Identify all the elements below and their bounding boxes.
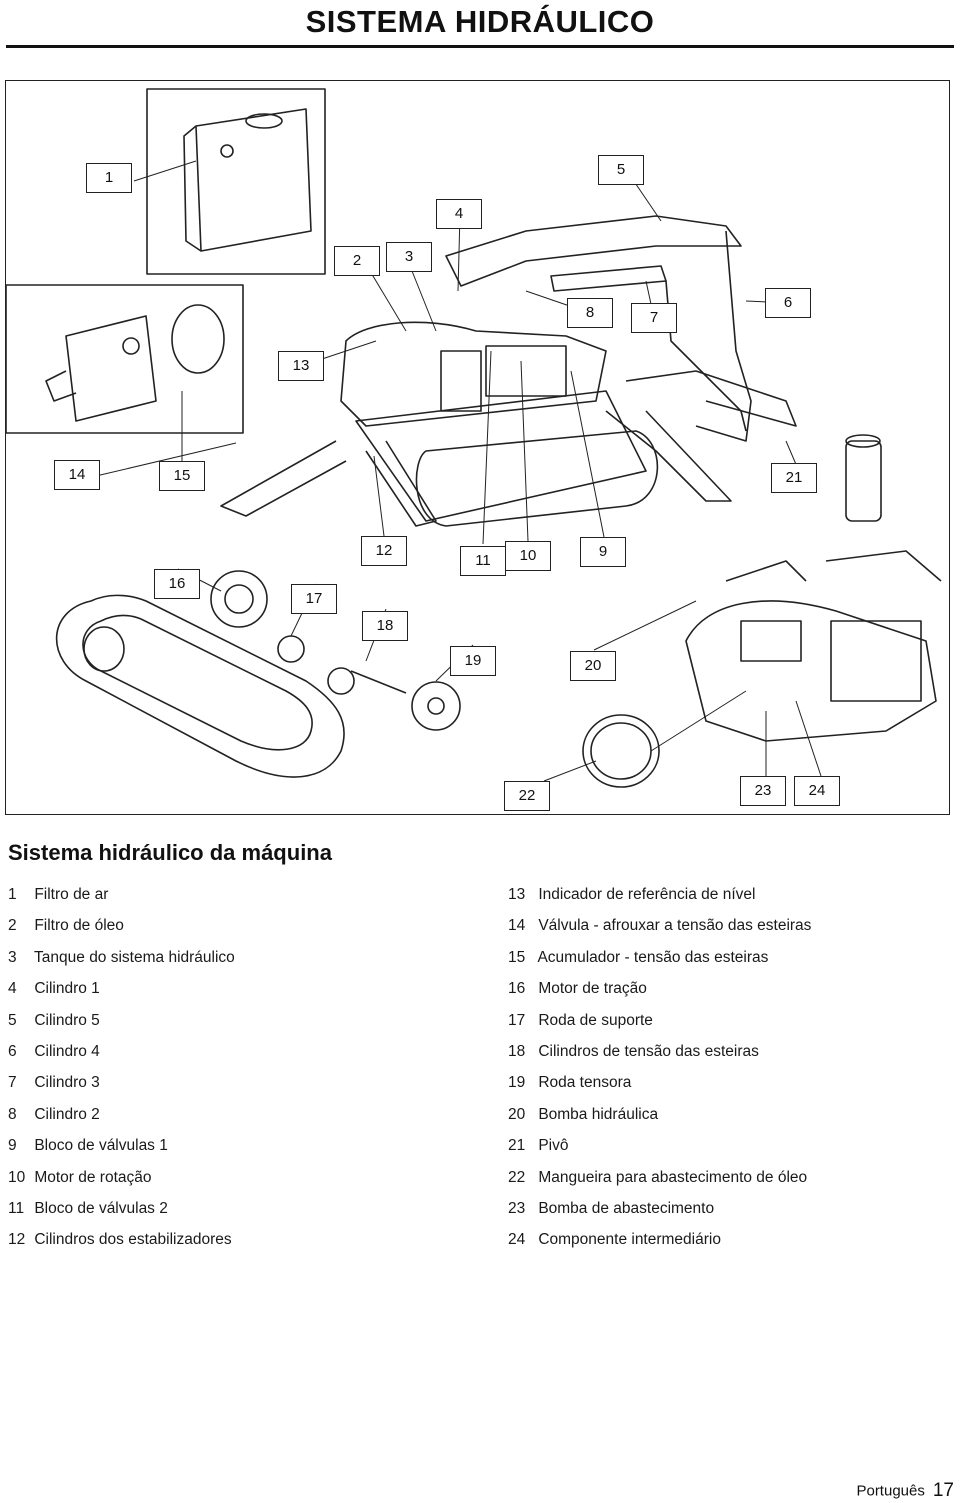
callout-17: 17 xyxy=(291,584,337,614)
callout-23: 23 xyxy=(740,776,786,806)
callout-19: 19 xyxy=(450,646,496,676)
callout-9: 9 xyxy=(580,537,626,567)
page-number: 17 xyxy=(932,1480,954,1501)
legend-item: 17 Roda de suporte xyxy=(508,1011,653,1029)
machine-illustration xyxy=(6,88,942,788)
legend-item: 18 Cilindros de tensão das esteiras xyxy=(508,1042,759,1060)
callout-12: 12 xyxy=(361,536,407,566)
callout-5: 5 xyxy=(598,155,644,185)
footer-language: Português xyxy=(856,1482,925,1500)
callout-7: 7 xyxy=(631,303,677,333)
legend-item: 4 Cilindro 1 xyxy=(8,980,100,998)
legend-item: 23 Bomba de abastecimento xyxy=(508,1199,715,1217)
tank-inset-frame xyxy=(146,88,326,275)
callout-4: 4 xyxy=(436,199,482,229)
title-rule xyxy=(6,45,954,48)
legend-item: 8 Cilindro 2 xyxy=(8,1105,100,1123)
callout-6: 6 xyxy=(765,288,811,318)
legend-item: 6 Cilindro 4 xyxy=(8,1042,100,1060)
legend-item: 16 Motor de tração xyxy=(508,980,647,998)
legend-left-column: 1 Filtro de ar 2 Filtro de óleo 3 Tanque… xyxy=(8,882,468,1259)
legend-item: 13 Indicador de referência de nível xyxy=(508,886,756,903)
legend-item: 21 Pivô xyxy=(508,1137,569,1155)
callout-18: 18 xyxy=(362,611,408,641)
page-footer: Português 17 xyxy=(856,1480,954,1502)
callout-3: 3 xyxy=(386,242,432,272)
legend-item: 5 Cilindro 5 xyxy=(8,1011,100,1029)
legend-item: 15 Acumulador - tensão das esteiras xyxy=(508,948,769,966)
callout-20: 20 xyxy=(570,651,616,681)
callout-16: 16 xyxy=(154,569,200,599)
callout-15: 15 xyxy=(159,461,205,491)
legend-item: 19 Roda tensora xyxy=(508,1074,632,1092)
legend-item: 11 Bloco de válvulas 2 xyxy=(8,1199,168,1217)
callout-2: 2 xyxy=(334,246,380,276)
legend-item: 9 Bloco de válvulas 1 xyxy=(8,1137,168,1155)
callout-14: 14 xyxy=(54,460,100,490)
legend-item: 20 Bomba hidráulica xyxy=(508,1105,659,1123)
callout-22: 22 xyxy=(504,781,550,811)
legend-right-column: 13 Indicador de referência de nível 14 V… xyxy=(508,882,948,1259)
callout-10: 10 xyxy=(505,541,551,571)
hydraulic-system-figure: 1 2 3 4 5 6 7 8 9 10 11 12 13 14 15 16 1… xyxy=(5,80,950,815)
legend-item: 22 Mangueira para abastecimento de óleo xyxy=(508,1168,808,1186)
legend-item: 7 Cilindro 3 xyxy=(8,1074,100,1092)
page-title: SISTEMA HIDRÁULICO xyxy=(305,4,655,39)
callout-1: 1 xyxy=(86,163,132,193)
legend-item: 14 Válvula - afrouxar a tensão das estei… xyxy=(508,917,812,935)
callout-13: 13 xyxy=(278,351,324,381)
callout-21: 21 xyxy=(771,463,817,493)
legend-item: 24 Componente intermediário xyxy=(508,1231,721,1249)
section-heading: Sistema hidráulico da máquina xyxy=(8,840,332,865)
callout-8: 8 xyxy=(567,298,613,328)
legend-item: 2 Filtro de óleo xyxy=(8,917,124,935)
legend-item: 3 Tanque do sistema hidráulico xyxy=(8,948,235,966)
legend-item: 10 Motor de rotação xyxy=(8,1168,152,1186)
valve-inset-frame xyxy=(6,284,244,434)
callout-24: 24 xyxy=(794,776,840,806)
legend-item: 1 Filtro de ar xyxy=(8,886,109,903)
legend-item: 12 Cilindros dos estabilizadores xyxy=(8,1231,232,1249)
callout-11: 11 xyxy=(460,546,506,576)
